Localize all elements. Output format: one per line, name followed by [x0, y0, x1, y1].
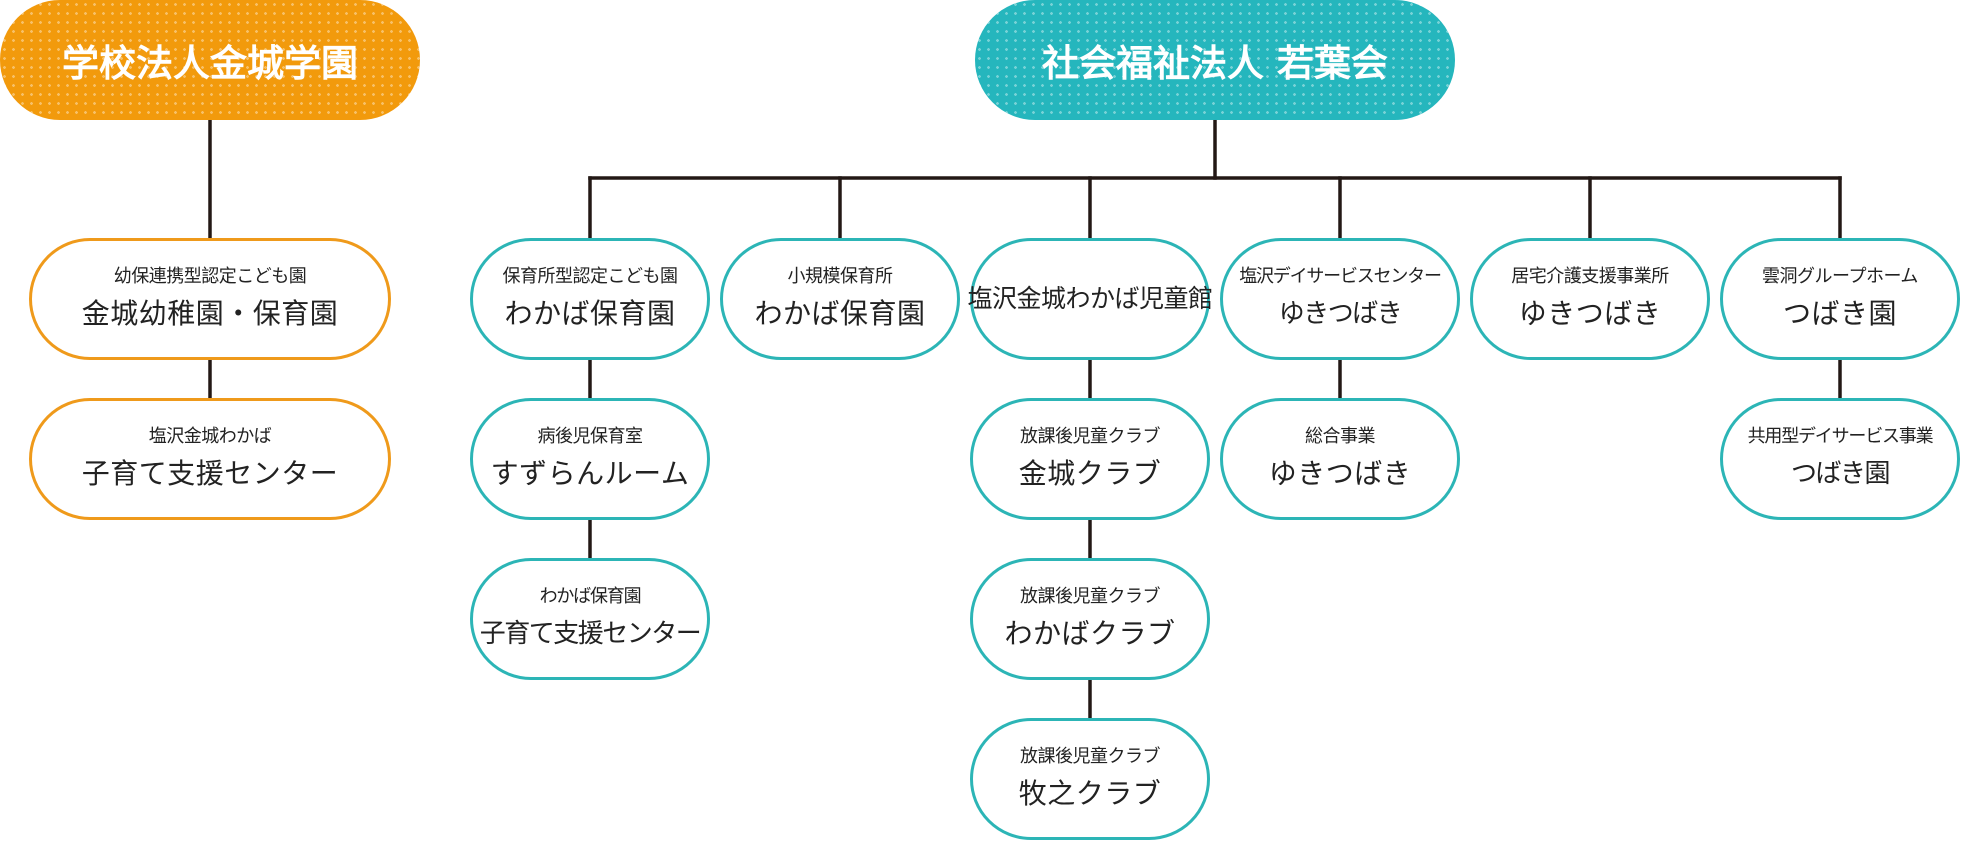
node-category: 共用型デイサービス事業 — [1747, 426, 1934, 447]
node-kinjo-club: 放課後児童クラブ 金城クラブ — [970, 398, 1210, 520]
node-category: 塩沢デイサービスセンター — [1239, 266, 1442, 287]
node-category: 小規模保育所 — [787, 266, 894, 287]
node-kinjo-kindergarten: 幼保連携型認定こども園 金城幼稚園・保育園 — [29, 238, 391, 360]
node-wakaba-club: 放課後児童クラブ わかばクラブ — [970, 558, 1210, 680]
node-shared-day-service: 共用型デイサービス事業 つばき園 — [1720, 398, 1960, 520]
node-category: 保育所型認定こども園 — [502, 266, 679, 287]
root-title: 社会福祉法人 若葉会 — [1042, 42, 1388, 85]
node-kyotaku-kaigo: 居宅介護支援事業所 ゆきつばき — [1470, 238, 1710, 360]
node-name: わかばクラブ — [1004, 617, 1176, 650]
node-small-hoikuen: 小規模保育所 わかば保育園 — [720, 238, 960, 360]
node-category: 居宅介護支援事業所 — [1511, 266, 1669, 287]
node-bokushi-club: 放課後児童クラブ 牧之クラブ — [970, 718, 1210, 840]
node-category: 総合事業 — [1305, 426, 1376, 447]
node-name: すずらんルーム — [490, 457, 690, 490]
node-day-service-center: 塩沢デイサービスセンター ゆきつばき — [1220, 238, 1460, 360]
node-category: 塩沢金城わかば — [148, 426, 272, 447]
node-name: わかば保育園 — [504, 297, 676, 330]
node-name: 子育て支援センター — [479, 619, 702, 649]
node-category: わかば保育園 — [539, 586, 642, 607]
node-name: つばき園 — [1790, 459, 1891, 489]
node-sougou-jigyou: 総合事業 ゆきつばき — [1220, 398, 1460, 520]
node-category: 放課後児童クラブ — [1020, 586, 1161, 607]
node-name: ゆきつばき — [1518, 297, 1662, 330]
root-kinjo-gakuen: 学校法人金城学園 — [0, 0, 420, 120]
node-name: 塩沢金城わかば児童館 — [967, 284, 1214, 313]
node-name: 牧之クラブ — [1018, 777, 1162, 810]
node-category: 病後児保育室 — [537, 426, 644, 447]
node-name: ゆきつばき — [1278, 299, 1403, 329]
node-name: 子育て支援センター — [81, 457, 339, 490]
node-name: わかば保育園 — [754, 297, 926, 330]
node-name: つばき園 — [1782, 297, 1897, 330]
node-category: 雲洞グループホーム — [1762, 266, 1918, 287]
node-category: 放課後児童クラブ — [1020, 746, 1161, 767]
node-wakaba-hoikuen: 保育所型認定こども園 わかば保育園 — [470, 238, 710, 360]
node-wakaba-support-center: わかば保育園 子育て支援センター — [470, 558, 710, 680]
root-title: 学校法人金城学園 — [62, 42, 358, 85]
node-kinjo-support-center: 塩沢金城わかば 子育て支援センター — [29, 398, 391, 520]
node-category: 幼保連携型認定こども園 — [113, 266, 307, 287]
node-suzuran-room: 病後児保育室 すずらんルーム — [470, 398, 710, 520]
node-group-home: 雲洞グループホーム つばき園 — [1720, 238, 1960, 360]
node-category: 放課後児童クラブ — [1020, 426, 1161, 447]
node-name: 金城クラブ — [1018, 457, 1162, 490]
root-wakabakai: 社会福祉法人 若葉会 — [975, 0, 1455, 120]
node-name: 金城幼稚園・保育園 — [81, 297, 339, 330]
node-name: ゆきつばき — [1268, 457, 1412, 490]
node-jidoukan: 塩沢金城わかば児童館 — [967, 238, 1214, 360]
